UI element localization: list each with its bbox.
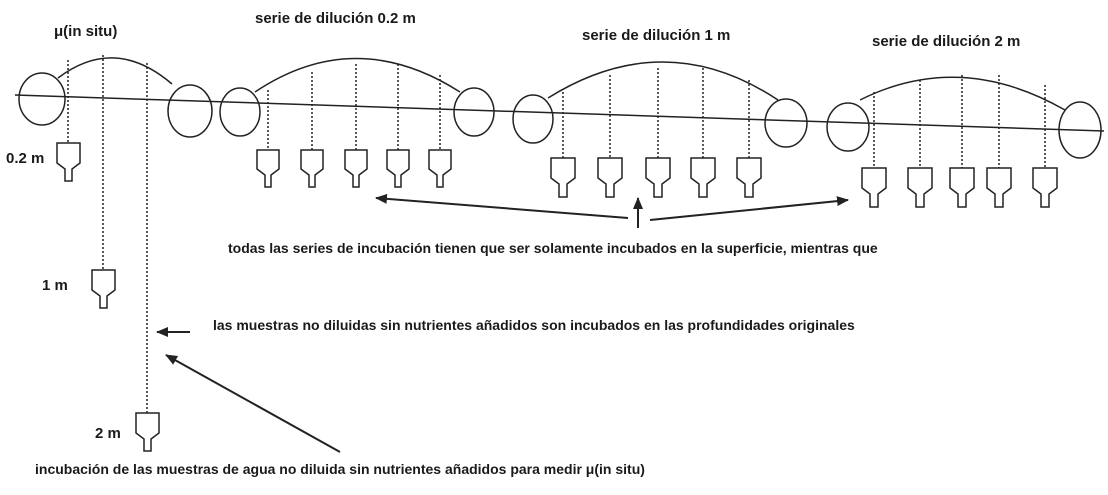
sample-bottle — [428, 149, 452, 188]
arrow-to-series-2 — [649, 196, 849, 221]
sample-bottle — [344, 149, 368, 188]
sample-bottle — [907, 167, 933, 208]
dilution-series-2-rig — [826, 75, 1102, 208]
arrow-to-series-02 — [375, 193, 629, 219]
sample-bottle — [300, 149, 324, 188]
float-buoy — [512, 94, 554, 144]
sample-bottle — [986, 167, 1012, 208]
in-situ-rig — [18, 55, 213, 452]
arrows — [156, 193, 849, 453]
sample-bottle — [949, 167, 975, 208]
depth-label-02: 0.2 m — [6, 150, 45, 167]
depth-label-1: 1 m — [42, 277, 68, 294]
sample-bottle — [861, 167, 887, 208]
rope-arc — [859, 76, 1066, 111]
float-buoy — [219, 87, 261, 137]
sample-bottle — [91, 269, 116, 309]
sample-bottle — [135, 412, 160, 452]
depth-label-2: 2 m — [95, 425, 121, 442]
series-2-title: serie de dilución 2 m — [872, 33, 1021, 50]
sample-bottle — [256, 149, 280, 188]
arrow-from-bottom-note — [165, 354, 341, 453]
sample-bottle — [56, 142, 81, 182]
original-depth-note: las muestras no diluidas sin nutrientes … — [213, 317, 855, 333]
sample-bottle — [597, 157, 623, 198]
series-1-title: serie de dilución 1 m — [582, 27, 731, 44]
sample-bottle — [690, 157, 716, 198]
rope-arc — [547, 61, 779, 101]
sample-bottle — [386, 149, 410, 188]
sample-bottle — [736, 157, 762, 198]
sample-bottle — [1032, 167, 1058, 208]
rope-arc — [254, 57, 461, 93]
rope-arc — [57, 57, 173, 85]
dilution-series-02-rig — [219, 57, 495, 188]
float-buoy — [453, 87, 495, 137]
bottom-caption: incubación de las muestras de agua no di… — [35, 461, 645, 477]
series-02-title: serie de dilución 0.2 m — [255, 10, 416, 27]
dilution-series-1-rig — [512, 61, 808, 198]
float-buoy — [1058, 101, 1102, 159]
surface-incubation-note: todas las series de incubación tienen qu… — [228, 240, 878, 256]
sample-bottle — [645, 157, 671, 198]
sample-bottle — [550, 157, 576, 198]
in-situ-title: μ(in situ) — [54, 23, 118, 40]
float-buoy — [764, 98, 808, 148]
surface-line — [14, 94, 1105, 132]
float-buoy — [826, 102, 870, 152]
float-buoy — [18, 72, 66, 126]
float-buoy — [167, 84, 213, 138]
